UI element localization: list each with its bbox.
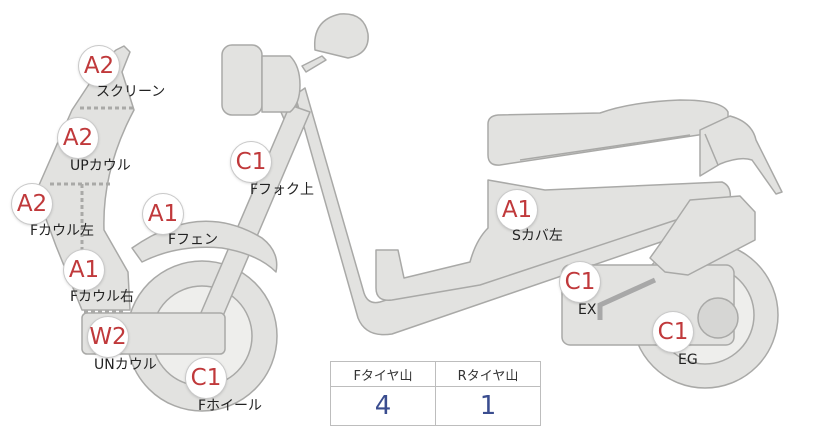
grade-text-front-cowl-left: A2 [16, 191, 48, 217]
grade-text-side-cover-left: A1 [501, 197, 533, 223]
grade-marker-front-fender[interactable]: A1 [143, 194, 183, 234]
grade-text-screen: A2 [83, 53, 115, 79]
mirror [313, 13, 369, 59]
front-cowl-shape [35, 45, 135, 311]
part-label-front-fender: Fフェン [168, 232, 219, 248]
part-label-side-cover-left: Sカバ左 [512, 228, 563, 244]
headlight-housing [261, 55, 301, 113]
grade-text-front-fender: A1 [147, 201, 179, 227]
part-label-front-fork-upper: Fフォク上 [250, 182, 315, 198]
part-label-under-cowl: UNカウル [94, 357, 157, 373]
grade-text-under-cowl: W2 [89, 324, 127, 350]
headlight [221, 44, 263, 116]
grade-marker-front-cowl-right[interactable]: A1 [64, 250, 104, 290]
grade-text-front-fork-upper: C1 [235, 149, 267, 175]
rear-tire-tread-value: 1 [435, 386, 541, 426]
grade-text-exhaust: C1 [564, 269, 596, 295]
part-label-exhaust: EX [578, 302, 597, 318]
grade-marker-engine[interactable]: C1 [653, 312, 693, 352]
seat [487, 99, 729, 166]
front-fender-shape [131, 220, 278, 273]
part-label-screen: スクリーン [96, 84, 166, 100]
grade-text-front-cowl-right: A1 [68, 257, 100, 283]
grade-text-engine: C1 [657, 319, 689, 345]
mirror-stem [301, 55, 327, 73]
part-label-front-wheel: Fホイール [198, 398, 263, 414]
exhaust-pipe [597, 277, 657, 320]
tail [699, 115, 783, 195]
grade-marker-under-cowl[interactable]: W2 [88, 317, 128, 357]
rear-shock [649, 195, 756, 276]
part-label-engine: EG [678, 352, 698, 368]
grade-marker-screen[interactable]: A2 [79, 46, 119, 86]
grade-marker-front-wheel[interactable]: C1 [186, 358, 226, 398]
front-tire-tread-value: 4 [330, 386, 436, 426]
rear-hub [697, 297, 739, 339]
grade-marker-up-cowl[interactable]: A2 [58, 118, 98, 158]
grade-text-up-cowl: A2 [62, 125, 94, 151]
grade-marker-front-fork-upper[interactable]: C1 [231, 142, 271, 182]
tire-tread-table: Fタイヤ山 Rタイヤ山 4 1 [330, 361, 541, 426]
rear-tire-tread-header: Rタイヤ山 [435, 361, 541, 387]
grade-text-front-wheel: C1 [190, 365, 222, 391]
grade-marker-side-cover-left[interactable]: A1 [497, 190, 537, 230]
grade-marker-exhaust[interactable]: C1 [560, 262, 600, 302]
part-label-up-cowl: UPカウル [70, 158, 131, 174]
front-tire-tread-header: Fタイヤ山 [330, 361, 436, 387]
part-label-front-cowl-left: Fカウル左 [30, 223, 95, 239]
part-label-front-cowl-right: Fカウル右 [70, 289, 135, 305]
side-body [375, 179, 732, 301]
grade-marker-front-cowl-left[interactable]: A2 [12, 184, 52, 224]
